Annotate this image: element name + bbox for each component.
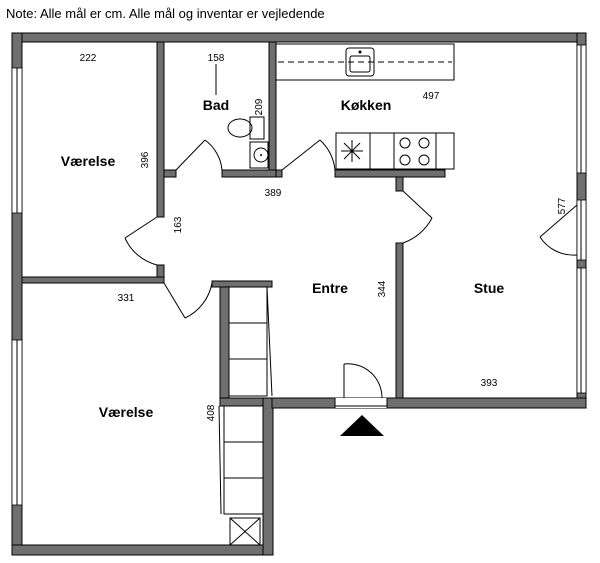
dimension-label: 163 (173, 216, 184, 233)
entrance-arrow-icon (340, 415, 384, 436)
door-vaerelse-top (124, 216, 158, 239)
wall-entre-stue (395, 242, 404, 399)
kitchen-sink-icon (345, 47, 375, 77)
wall-wardrobe-left (219, 280, 230, 399)
dimension-label: 389 (265, 188, 282, 199)
room-label-stue: Stue (474, 280, 505, 296)
dimension-label: 331 (118, 293, 135, 304)
entry-door-gap (335, 398, 387, 408)
dimension-label: 158 (208, 53, 225, 64)
wall-bad-bottom-a (163, 169, 177, 178)
wardrobe-vaerelse (218, 405, 264, 515)
wall-kitchen-stub (395, 176, 404, 192)
room-label-vaerelse-top: Værelse (61, 153, 116, 169)
wall-vaerelse-split (21, 276, 165, 284)
kitchen-stove-counter (335, 132, 455, 170)
wardrobe-entre (228, 286, 273, 397)
wall-kokken-bottom-b (334, 169, 446, 178)
dimension-label: 222 (80, 53, 97, 64)
wall-stub-vaerelse (156, 264, 165, 278)
dimension-label: 577 (557, 197, 568, 214)
dishwasher-icon (341, 140, 363, 162)
stove-burners-icon (399, 137, 430, 166)
room-label-kokken: Køkken (341, 97, 392, 113)
dimension-label: 497 (423, 91, 440, 102)
door-vaerelse-bottom (163, 282, 186, 319)
dimension-label: 393 (481, 378, 498, 389)
wall-bad-kokken (268, 41, 277, 171)
plan-note: Note: Alle mål er cm. Alle mål og invent… (6, 6, 325, 21)
room-label-vaerelse-bottom: Værelse (99, 404, 154, 420)
toilet-icon (227, 116, 265, 140)
wall-wardrobe-bottom (219, 397, 264, 407)
door-balcony-swing (539, 204, 578, 238)
door-bad (175, 139, 206, 171)
wall-bottom-left (11, 544, 273, 556)
wall-step (262, 397, 274, 556)
door-kokken (281, 139, 321, 171)
room-label-bad: Bad (203, 97, 229, 113)
shaft-icon (229, 517, 261, 546)
bathroom-sink-icon (249, 141, 269, 169)
room-label-entre: Entre (312, 280, 348, 296)
kitchen-counter (275, 43, 455, 81)
wall-bottom-entry-left (271, 397, 336, 409)
door-stue (402, 190, 433, 219)
dimension-label: 209 (254, 98, 265, 115)
wall-wardrobe-top (211, 280, 273, 288)
dimension-label: 408 (206, 404, 217, 421)
wall-bad-bottom-b (221, 169, 277, 178)
dimension-label: 396 (140, 151, 151, 168)
wall-top (11, 32, 587, 43)
wall-vaerelse-bad (156, 41, 165, 218)
dimension-label: 344 (377, 280, 388, 297)
wall-kokken-bottom-a (275, 169, 283, 178)
